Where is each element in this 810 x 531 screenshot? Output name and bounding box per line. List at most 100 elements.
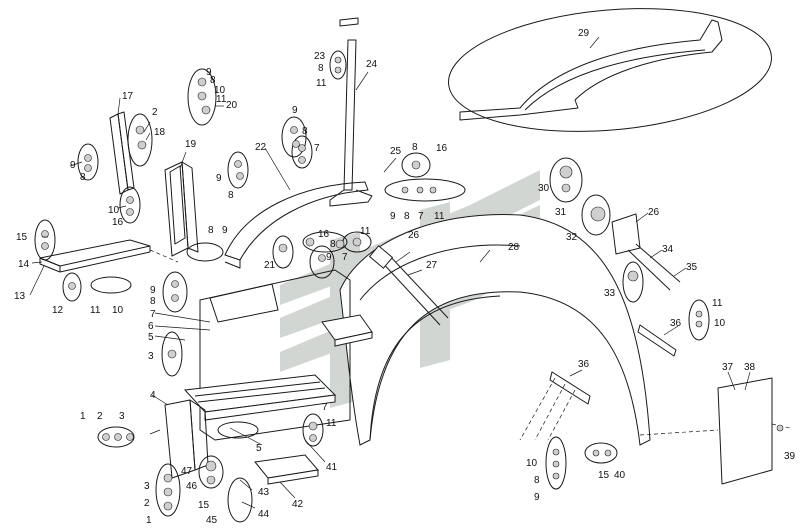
- callout-37: 37: [722, 362, 734, 373]
- callout-35: 35: [686, 262, 698, 273]
- callout-10e: 10: [526, 458, 538, 469]
- callout-1a: 1: [80, 411, 86, 422]
- upper-step-assembly: [39, 239, 179, 273]
- callout-32: 32: [566, 232, 578, 243]
- support-bar-24: [329, 17, 373, 207]
- callout-19: 19: [185, 139, 197, 150]
- callout-11g: 11: [326, 418, 337, 429]
- callout-9i: 9: [534, 492, 540, 503]
- callout-36b: 36: [578, 359, 590, 370]
- callout-15c: 15: [598, 470, 610, 481]
- callout-11c: 11: [90, 305, 101, 316]
- bracket-26: [611, 213, 681, 291]
- callout-9h: 9: [150, 285, 156, 296]
- step-42: [254, 454, 319, 485]
- strip-36-upper: [637, 324, 677, 357]
- callout-1b: 1: [146, 515, 152, 526]
- callout-33: 33: [604, 288, 616, 299]
- callout-26b: 26: [648, 207, 660, 218]
- callout-46: 46: [186, 481, 198, 492]
- callout-17: 17: [122, 91, 134, 102]
- callout-9e: 9: [390, 211, 396, 222]
- callout-20: 20: [226, 100, 238, 111]
- callout-16a: 16: [112, 217, 124, 228]
- callout-7a: 7: [314, 143, 320, 154]
- callout-21: 21: [264, 260, 276, 271]
- callout-42: 42: [292, 499, 304, 510]
- fender-detail-29: [448, 8, 772, 132]
- callout-29: 29: [578, 28, 590, 39]
- callout-9g: 9: [326, 252, 332, 263]
- callout-8h: 8: [208, 225, 214, 236]
- step-small: [321, 314, 373, 347]
- wheel-arch-22: [224, 181, 369, 269]
- callout-3a: 3: [148, 351, 154, 362]
- callout-41: 41: [326, 462, 338, 473]
- callout-9c: 9: [292, 105, 298, 116]
- callout-10b: 10: [108, 205, 120, 216]
- callout-3c: 3: [144, 481, 150, 492]
- callout-15a: 15: [16, 232, 28, 243]
- callout-7b: 7: [418, 211, 424, 222]
- callout-38: 38: [744, 362, 756, 373]
- callout-12: 12: [52, 305, 64, 316]
- callout-8d: 8: [302, 126, 308, 137]
- callout-5a: 5: [148, 332, 154, 343]
- callout-4: 4: [150, 390, 156, 401]
- panel-19: [164, 161, 199, 257]
- callout-31: 31: [555, 207, 567, 218]
- callout-2b: 2: [97, 411, 103, 422]
- callout-8c: 8: [80, 172, 86, 183]
- callout-11a: 11: [316, 78, 327, 89]
- callout-8j: 8: [150, 296, 156, 307]
- callout-45: 45: [206, 515, 218, 526]
- callout-26a: 26: [408, 230, 420, 241]
- callout-2a: 2: [152, 107, 158, 118]
- callout-10d: 10: [714, 318, 726, 329]
- callout-47: 47: [181, 466, 193, 477]
- callout-8k: 8: [534, 475, 540, 486]
- leader-lines: [29, 36, 751, 509]
- callout-30: 30: [538, 183, 550, 194]
- callout-10a: 10: [214, 85, 226, 96]
- callout-6: 6: [148, 321, 154, 332]
- callout-3b: 3: [119, 411, 125, 422]
- callout-43: 43: [258, 487, 270, 498]
- callout-8i: 8: [330, 239, 336, 250]
- fasteners: [41, 56, 784, 511]
- callout-39: 39: [784, 451, 796, 462]
- callout-11b: 11: [216, 94, 227, 105]
- callout-16b: 16: [436, 143, 448, 154]
- callout-13: 13: [14, 291, 26, 302]
- callout-34: 34: [662, 244, 674, 255]
- callout-9a: 9: [206, 67, 212, 78]
- callout-labels: 23 8 11 24 29 9 8 10 11 20 17 2 18 19 9 …: [14, 28, 796, 526]
- harness-27: [368, 245, 449, 326]
- callout-10c: 10: [112, 305, 124, 316]
- callout-28: 28: [508, 242, 520, 253]
- callout-7d: 7: [150, 309, 156, 320]
- callout-8f: 8: [412, 142, 418, 153]
- callout-9f: 9: [222, 225, 228, 236]
- mudflap-37: [639, 377, 791, 485]
- callout-8a: 8: [318, 63, 324, 74]
- callout-2c: 2: [144, 498, 150, 509]
- callout-23a: 23: [314, 51, 326, 62]
- cab-step-frame: [199, 269, 351, 441]
- callout-44: 44: [258, 509, 270, 520]
- callout-27: 27: [426, 260, 438, 271]
- callout-40: 40: [614, 470, 626, 481]
- callout-5b: 5: [256, 443, 262, 454]
- callout-8e: 8: [228, 190, 234, 201]
- hardware-ovals: [34, 50, 710, 523]
- callout-22: 22: [255, 142, 267, 153]
- callout-16c: 16: [318, 229, 330, 240]
- callout-8b: 8: [210, 75, 216, 86]
- callout-18: 18: [154, 127, 166, 138]
- callout-11e: 11: [360, 226, 371, 237]
- callout-9d: 9: [216, 173, 222, 184]
- callout-7e: 7: [322, 402, 328, 413]
- callout-11d: 11: [434, 211, 445, 222]
- callout-15b: 15: [198, 500, 210, 511]
